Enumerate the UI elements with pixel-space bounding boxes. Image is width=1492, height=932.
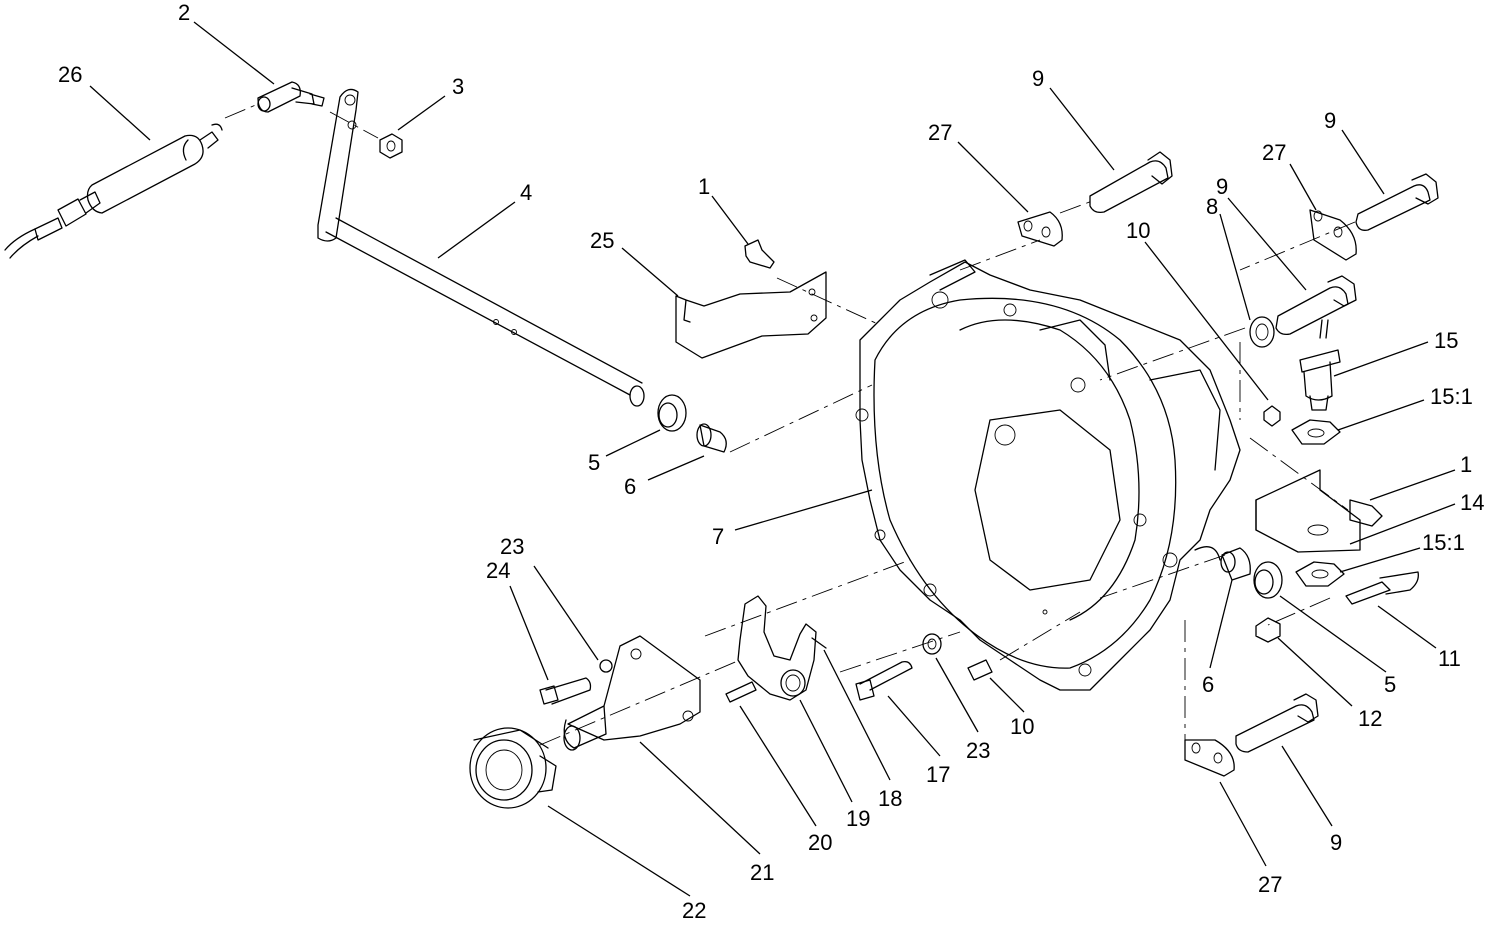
lock-nut-part (329, 111, 403, 159)
callout-10: 10 (1010, 714, 1034, 739)
callout-27: 27 (1262, 140, 1286, 165)
callout-9: 9 (1330, 830, 1342, 855)
callout-24: 24 (486, 558, 510, 583)
callout-21: 21 (750, 860, 774, 885)
callout-25: 25 (590, 228, 614, 253)
bearing-guide-part (539, 635, 701, 751)
release-bearing-part (469, 727, 557, 809)
callout-9: 9 (1216, 174, 1228, 199)
callout-9: 9 (1032, 66, 1044, 91)
release-fork-part (725, 595, 827, 703)
leader-lines (89, 21, 1456, 897)
cross-shaft-part (317, 88, 645, 407)
callout-27: 27 (1258, 872, 1282, 897)
callout-1: 1 (1460, 452, 1472, 477)
lower-right-parts (1184, 547, 1419, 777)
callout-26: 26 (58, 62, 82, 87)
callout-2: 2 (178, 0, 190, 25)
callout-20: 20 (808, 830, 832, 855)
sensor-bracket-assembly (1255, 319, 1383, 587)
callout-9: 9 (1324, 108, 1336, 133)
callout-10: 10 (1126, 218, 1150, 243)
callout-12: 12 (1358, 706, 1382, 731)
callout-15: 15 (1434, 328, 1458, 353)
callout-23: 23 (966, 738, 990, 763)
callout-3: 3 (452, 74, 464, 99)
callout-17: 17 (926, 762, 950, 787)
upper-bolt-set (1017, 151, 1439, 427)
callout-8: 8 (1206, 194, 1218, 219)
mounting-bracket-part (675, 239, 827, 359)
callout-18: 18 (878, 786, 902, 811)
callout-5: 5 (588, 450, 600, 475)
bell-housing-part (855, 259, 1241, 691)
callout-4: 4 (520, 180, 532, 205)
callout-15-1: 15:1 (1430, 384, 1473, 409)
lower-center-parts (855, 633, 993, 701)
callout-labels: 26 2 3 4 1 25 5 6 7 27 9 10 8 9 27 9 15 … (58, 0, 1484, 923)
bushing-left-part (657, 394, 727, 453)
callout-6: 6 (1202, 672, 1214, 697)
callout-7: 7 (712, 524, 724, 549)
clevis-part (257, 81, 325, 113)
callout-1: 1 (698, 174, 710, 199)
callout-11: 11 (1438, 646, 1461, 671)
callout-23: 23 (500, 534, 524, 559)
callout-15-1: 15:1 (1422, 530, 1465, 555)
callout-14: 14 (1460, 490, 1484, 515)
callout-27: 27 (928, 120, 952, 145)
alignment-lines (224, 103, 1356, 746)
clutch-cable-part (4, 123, 223, 259)
callout-19: 19 (846, 806, 870, 831)
callout-22: 22 (682, 898, 706, 923)
callout-6: 6 (624, 474, 636, 499)
callout-5: 5 (1384, 672, 1396, 697)
